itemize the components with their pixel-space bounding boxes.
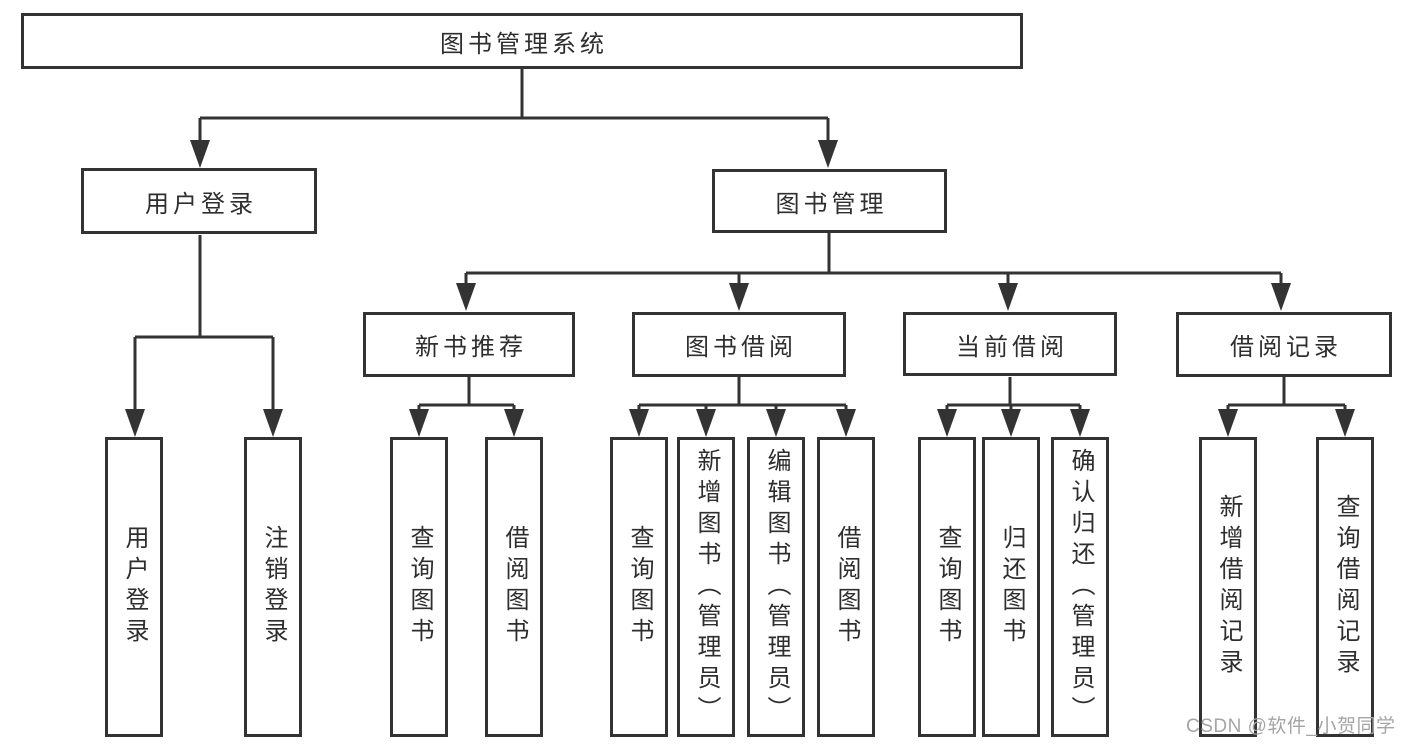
arrowheads bbox=[125, 140, 1355, 437]
node-new-book-recommend: 新书推荐 bbox=[363, 312, 575, 377]
leaf-query-books-recommend-label: 查询图书 bbox=[406, 525, 433, 649]
leaf-logout: 注销登录 bbox=[244, 437, 302, 737]
leaf-add-borrow-record: 新增借阅记录 bbox=[1199, 437, 1257, 737]
node-current-borrowing: 当前借阅 bbox=[903, 312, 1117, 376]
node-book-management: 图书管理 bbox=[712, 169, 947, 233]
node-user-login: 用户登录 bbox=[81, 168, 317, 234]
leaf-edit-book-admin-label: 编辑图书（管理员） bbox=[763, 447, 790, 727]
node-book-borrowing: 图书借阅 bbox=[632, 312, 846, 377]
leaf-add-book-admin-label: 新增图书（管理员） bbox=[693, 447, 720, 727]
leaf-query-borrow-record: 查询借阅记录 bbox=[1316, 437, 1374, 737]
leaf-add-book-admin: 新增图书（管理员） bbox=[677, 437, 735, 737]
leaf-borrow-books-label: 借阅图书 bbox=[833, 525, 860, 649]
leaf-borrow-books-recommend-label: 借阅图书 bbox=[501, 525, 528, 649]
leaf-user-login-label: 用户登录 bbox=[121, 525, 148, 649]
leaf-confirm-return-admin: 确认归还（管理员） bbox=[1051, 437, 1109, 737]
leaf-query-books-borrowing: 查询图书 bbox=[610, 437, 668, 737]
leaf-user-login: 用户登录 bbox=[105, 437, 163, 737]
leaf-borrow-books: 借阅图书 bbox=[817, 437, 875, 737]
leaf-edit-book-admin: 编辑图书（管理员） bbox=[747, 437, 805, 737]
leaf-logout-label: 注销登录 bbox=[260, 525, 287, 649]
leaf-query-borrow-record-label: 查询借阅记录 bbox=[1332, 494, 1359, 680]
leaf-borrow-books-recommend: 借阅图书 bbox=[485, 437, 543, 737]
leaf-query-books-current-label: 查询图书 bbox=[934, 525, 961, 649]
leaf-query-books-current: 查询图书 bbox=[918, 437, 976, 737]
leaf-query-books-borrowing-label: 查询图书 bbox=[626, 525, 653, 649]
node-borrow-records: 借阅记录 bbox=[1176, 312, 1392, 377]
node-root: 图书管理系统 bbox=[21, 13, 1023, 69]
csdn-watermark: CSDN @软件_小贺同学 bbox=[1186, 716, 1396, 737]
tree-edges bbox=[133, 69, 1347, 410]
leaf-add-borrow-record-label: 新增借阅记录 bbox=[1215, 494, 1242, 680]
leaf-return-book: 归还图书 bbox=[982, 437, 1040, 737]
leaf-confirm-return-admin-label: 确认归还（管理员） bbox=[1067, 447, 1094, 727]
leaf-query-books-recommend: 查询图书 bbox=[390, 437, 448, 737]
leaf-return-book-label: 归还图书 bbox=[998, 525, 1025, 649]
